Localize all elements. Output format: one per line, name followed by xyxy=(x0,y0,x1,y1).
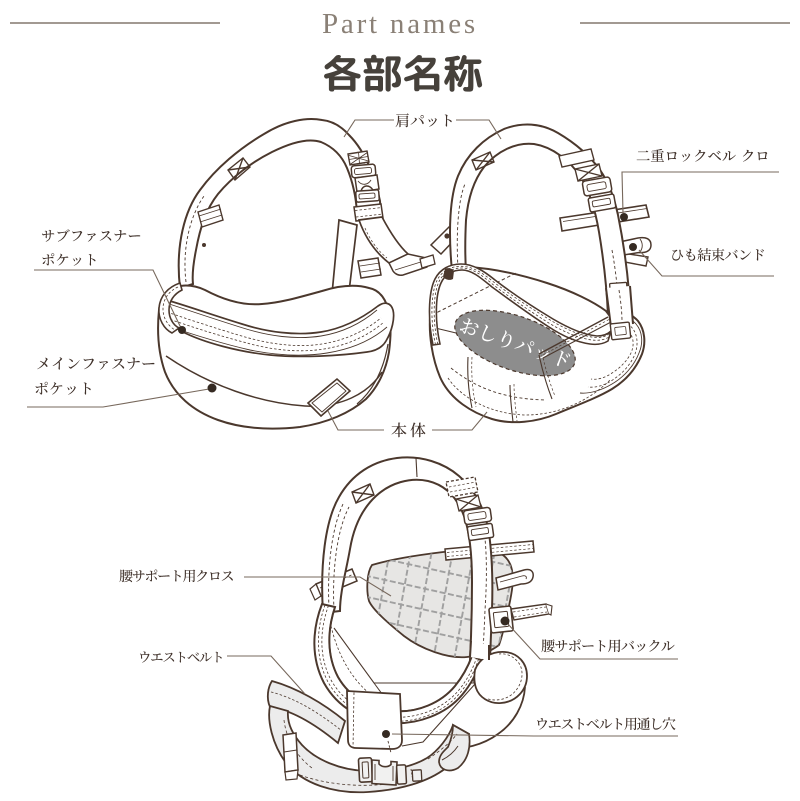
svg-text:Part names: Part names xyxy=(322,8,478,40)
